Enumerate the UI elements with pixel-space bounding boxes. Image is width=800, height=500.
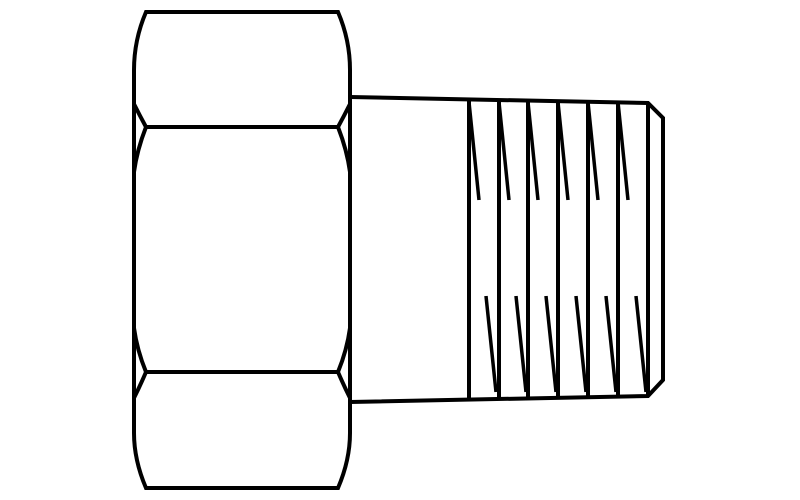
- thread-lower-flank-line: [544, 295, 558, 393]
- thread-lower-flank-line: [574, 295, 588, 393]
- thread-upper-flank-line: [586, 101, 600, 201]
- thread-upper-flank-line: [526, 101, 540, 201]
- hex-left-lower-chamfer: [132, 327, 149, 399]
- shank-outline: [349, 95, 665, 404]
- thread-lower-flanks: [484, 295, 648, 393]
- hex-nut-outline: [132, 10, 352, 490]
- thread-upper-flank-line: [616, 101, 630, 201]
- thread-upper-flank-line: [556, 101, 570, 201]
- hex-right-upper-chamfer: [335, 103, 352, 173]
- thread-lower-flank-line: [514, 295, 528, 393]
- hex-right-lower-chamfer: [335, 327, 352, 399]
- thread-lower-flank-line: [604, 295, 618, 393]
- thread-lower-flank-line: [484, 295, 498, 393]
- thread-upper-flanks: [467, 101, 630, 201]
- thread-lower-flank-line: [634, 295, 648, 393]
- hex-nut: [132, 10, 352, 490]
- thread-upper-flank-line: [467, 101, 481, 201]
- thread-crest-lines: [497, 99, 620, 399]
- threaded-shank: [348, 95, 665, 404]
- hex-left-upper-chamfer: [132, 103, 149, 173]
- thread-upper-flank-line: [497, 101, 511, 201]
